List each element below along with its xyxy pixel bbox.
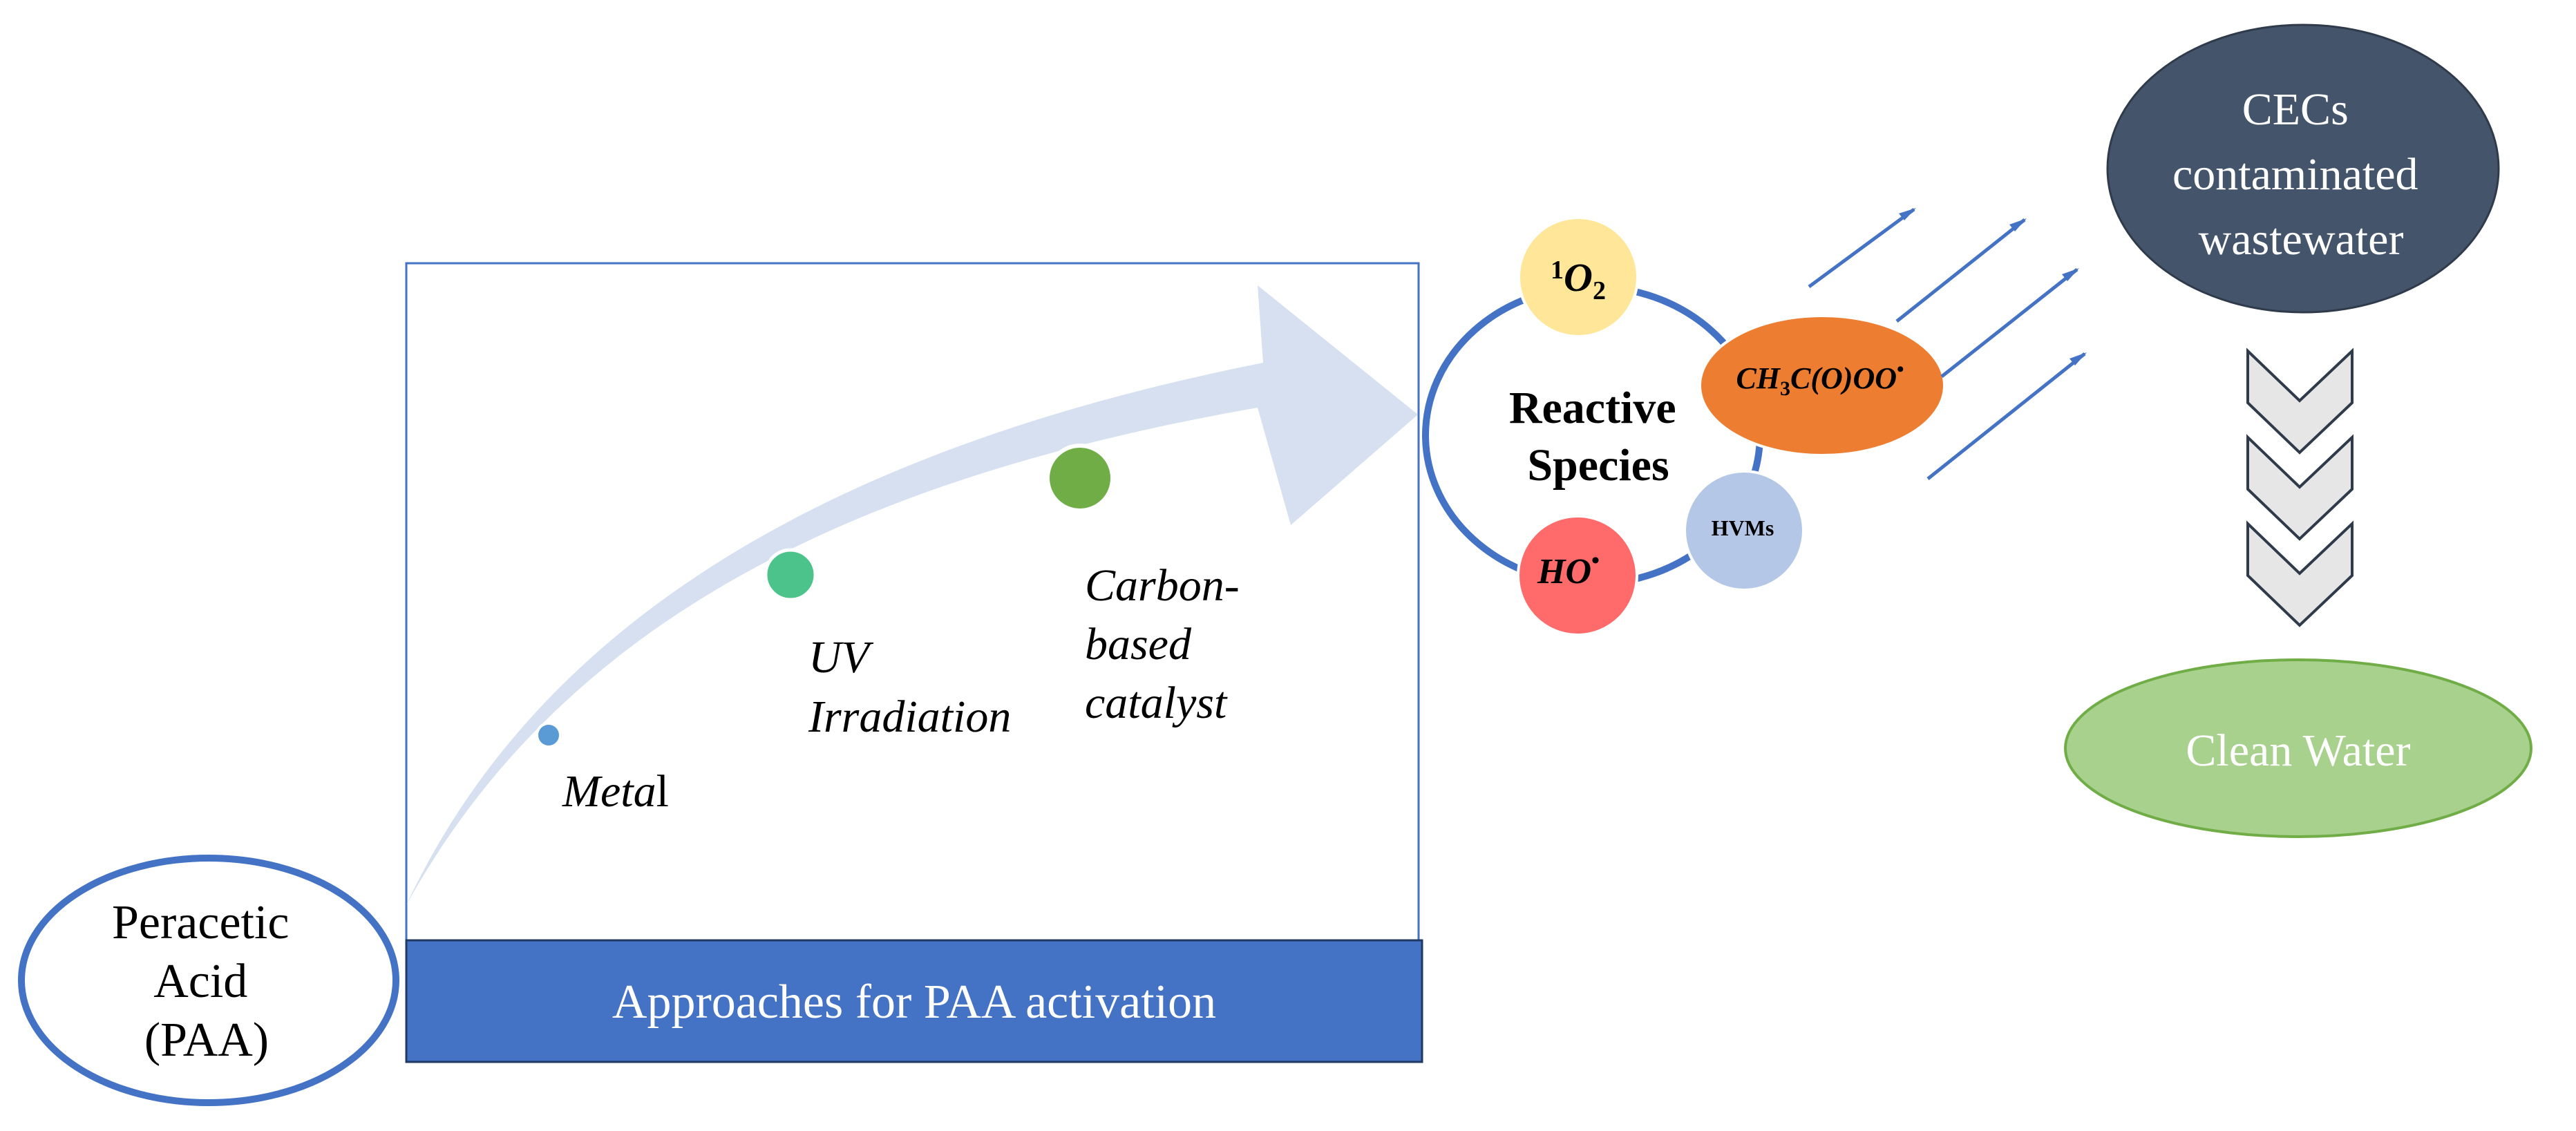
attack-arrowhead-1: [1899, 208, 1916, 220]
attack-arrowheads: [1899, 208, 2087, 365]
hvms-circle: [1683, 470, 1805, 591]
treatment-chevrons: [2246, 348, 2354, 627]
uv-label-line1: UV: [808, 632, 874, 683]
singlet-oxygen-base: O: [1564, 255, 1593, 300]
carbon-catalyst-label: Carbon- based catalyst: [1085, 560, 1251, 728]
paa-label-line3: (PAA): [144, 1014, 269, 1067]
peroxyl-radical-ellipse: [1698, 314, 1946, 457]
clean-water-ellipse: [2064, 658, 2532, 838]
attack-arrows: [1808, 207, 2086, 480]
attack-arrow-2: [1895, 218, 2026, 323]
attack-arrow-1: [1808, 207, 1915, 289]
hydroxyl-base: HO: [1537, 552, 1591, 591]
attack-arrow-4: [1926, 352, 2086, 480]
metal-label-tail: l: [656, 766, 669, 817]
peroxyl-sub: 3: [1780, 377, 1790, 400]
uv-irradiation-label: UV Irradiation: [808, 632, 1011, 742]
singlet-oxygen-label: 1O2: [1551, 255, 1606, 305]
cecs-label-line1: CECs: [2242, 84, 2349, 135]
peroxyl-part1: CH: [1736, 361, 1781, 395]
uv-irradiation-dot: [764, 548, 817, 602]
attack-arrowhead-4: [2070, 352, 2087, 365]
approaches-banner: [405, 939, 1423, 1063]
cecs-label-line3: wastewater: [2199, 214, 2404, 265]
hydroxyl-dot: •: [1591, 548, 1600, 573]
singlet-oxygen-sub: 2: [1593, 276, 1606, 305]
metal-dot: [536, 722, 562, 748]
hydroxyl-radical-circle: [1517, 515, 1638, 636]
peroxyl-dot: •: [1897, 358, 1904, 381]
singlet-oxygen-circle: [1517, 216, 1639, 338]
chevron-down-icon: [2246, 434, 2354, 541]
carbon-label-line1: Carbon-: [1085, 560, 1240, 611]
carbon-label-line2: based: [1085, 619, 1192, 669]
carbon-catalyst-dot: [1045, 444, 1115, 513]
paa-label-line2: Acid: [153, 955, 247, 1008]
approaches-banner-label: Approaches for PAA activation: [612, 976, 1216, 1029]
metal-label: Metal: [562, 766, 669, 817]
activation-curved-arrow: [406, 285, 1418, 905]
reactive-species-label: Reactive Species: [1509, 383, 1687, 491]
paa-ellipse: [18, 855, 399, 1106]
attack-arrowhead-2: [2009, 218, 2027, 231]
attack-arrow-3: [1940, 268, 2078, 378]
peroxyl-radical-label: CH3C(O)OO•: [1736, 358, 1904, 400]
cecs-wastewater-ellipse: [2106, 23, 2500, 314]
singlet-oxygen-sup: 1: [1551, 256, 1564, 285]
clean-water-label: Clean Water: [2186, 725, 2410, 776]
paa-label: Peracetic Acid (PAA): [112, 896, 301, 1067]
peroxyl-part2: C(O)OO: [1790, 361, 1897, 395]
chevron-down-icon: [2246, 348, 2354, 455]
paa-label-line1: Peracetic: [112, 896, 289, 949]
cecs-label-line2: contaminated: [2172, 149, 2418, 200]
uv-label-line2: Irradiation: [808, 692, 1011, 742]
cecs-wastewater-label: CECs contaminated wastewater: [2172, 84, 2430, 265]
reactive-label-line2: Species: [1527, 440, 1669, 491]
attack-arrowhead-3: [2062, 268, 2079, 281]
metal-label-italic: Meta: [562, 766, 656, 817]
hydroxyl-radical-label: HO•: [1537, 548, 1600, 591]
chevron-down-icon: [2246, 520, 2354, 627]
carbon-label-line3: catalyst: [1085, 678, 1228, 728]
reactive-label-line1: Reactive: [1509, 383, 1676, 433]
hvms-label: HVMs: [1712, 515, 1774, 540]
